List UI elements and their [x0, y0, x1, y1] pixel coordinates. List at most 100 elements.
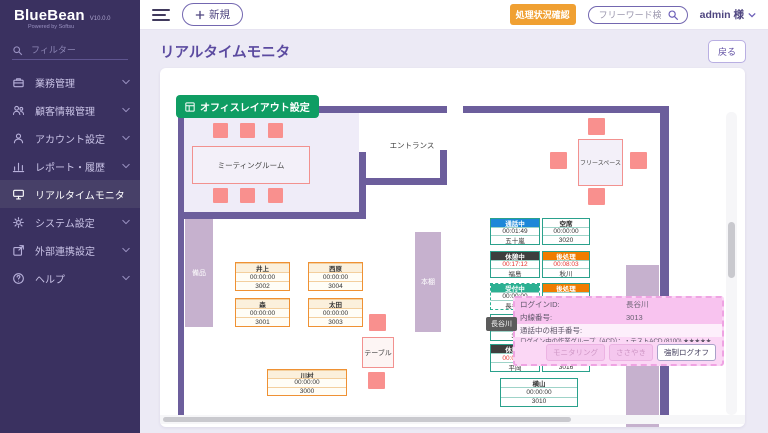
sidebar-filter	[12, 44, 128, 60]
agent-status: 後処理	[543, 252, 589, 260]
chevron-down-icon	[122, 135, 130, 141]
agent-name: 秋川	[543, 268, 589, 277]
popup-value: 長谷川	[626, 300, 649, 309]
desk-extension: 3003	[309, 317, 362, 326]
desk-box-井上[interactable]: 井上 00:00:00 3002	[235, 262, 290, 291]
sidebar-item-label: ヘルプ	[35, 274, 65, 286]
sidebar-item-label: レポート・履歴	[35, 162, 105, 174]
sidebar-item-label: 業務管理	[35, 78, 75, 90]
desk-box-太田[interactable]: 太田 00:00:00 3003	[308, 298, 363, 327]
topbar: 新規 処理状況確認 admin 様	[140, 0, 768, 30]
chair	[213, 123, 228, 138]
status-check-button[interactable]: 処理状況確認	[509, 4, 576, 25]
menu-icon[interactable]	[152, 8, 170, 21]
chair	[369, 314, 386, 331]
chair	[588, 118, 605, 135]
sidebar-item-label: 顧客情報管理	[35, 106, 95, 118]
sidebar-item-label: アカウント設定	[35, 134, 105, 146]
popup-row: ログイン中の作業グループ（ACD）：・テストACD (8100) ★★★★★	[515, 337, 722, 343]
chevron-down-icon	[122, 107, 130, 113]
chevron-down-icon	[122, 219, 130, 225]
user-icon	[12, 131, 26, 145]
chair	[240, 123, 255, 138]
entrance-label: エントランス	[389, 140, 435, 150]
agent-status: 横山	[501, 379, 577, 388]
gear-icon	[12, 215, 26, 229]
agent-time: 00:00:00	[501, 387, 577, 396]
meeting-room-table[interactable]: ミーティングルーム	[192, 146, 310, 184]
agent-status-box[interactable]: 休憩中 00:17:12 福島	[490, 251, 540, 278]
wall	[178, 106, 184, 415]
agent-status-box[interactable]: 横山 00:00:00 3010	[500, 378, 578, 407]
free-space-table[interactable]: フリースペース	[578, 139, 623, 186]
agent-name: 3020	[543, 235, 589, 244]
sidebar-item-アカウント設定[interactable]: アカウント設定	[0, 124, 140, 152]
filter-input[interactable]	[29, 44, 123, 56]
search-icon	[13, 45, 23, 55]
chair	[550, 152, 567, 169]
sidebar-item-リアルタイムモニタ[interactable]: リアルタイムモニタ	[0, 180, 140, 208]
agent-status-box[interactable]: 後処理 00:08:03 秋川	[542, 251, 590, 278]
agent-status: 通話中	[491, 219, 539, 227]
plus-icon	[195, 10, 205, 19]
new-button[interactable]: 新規	[182, 3, 243, 26]
sidebar-item-業務管理[interactable]: 業務管理	[0, 68, 140, 96]
sidebar-menu: 業務管理顧客情報管理アカウント設定レポート・履歴リアルタイムモニタシステム設定外…	[0, 68, 140, 292]
monitor-icon	[12, 187, 26, 201]
search-box[interactable]	[587, 5, 688, 24]
vertical-scrollbar-thumb[interactable]	[728, 222, 735, 278]
popup-row: 通話中の相手番号:	[515, 324, 722, 337]
agent-status: 受付中	[491, 284, 539, 292]
desk-name: 西原	[309, 263, 362, 272]
wall	[660, 106, 669, 415]
desk-box-森[interactable]: 森 00:00:00 3001	[235, 298, 290, 327]
external-link-icon	[12, 243, 26, 257]
desk-name: 川村	[268, 370, 346, 379]
sidebar-item-label: リアルタイムモニタ	[35, 190, 125, 202]
chair	[213, 188, 228, 203]
sidebar-item-外部連携設定[interactable]: 外部連携設定	[0, 236, 140, 264]
agent-time: 00:17:12	[491, 259, 539, 269]
sidebar-item-顧客情報管理[interactable]: 顧客情報管理	[0, 96, 140, 124]
desk-name: 太田	[309, 299, 362, 308]
sidebar-item-ヘルプ[interactable]: ヘルプ	[0, 264, 140, 292]
supplies-cabinet: 備品	[185, 219, 213, 327]
wall	[463, 106, 660, 113]
chevron-down-icon	[748, 12, 756, 18]
agent-time: 00:01:49	[491, 226, 539, 236]
agent-status: 空席	[543, 219, 589, 227]
office-layout-settings-button[interactable]: オフィスレイアウト設定	[176, 95, 319, 118]
horizontal-scrollbar-thumb[interactable]	[163, 417, 571, 422]
force-logoff-button[interactable]: 強制ログオフ	[657, 344, 716, 361]
chair	[588, 188, 605, 205]
search-icon[interactable]	[667, 9, 679, 21]
horizontal-scrollbar[interactable]	[160, 415, 745, 424]
desk-time: 00:00:00	[236, 272, 289, 281]
sidebar-item-システム設定[interactable]: システム設定	[0, 208, 140, 236]
agent-name: 3010	[501, 396, 577, 406]
agent-status-box[interactable]: 空席 00:00:00 3020	[542, 218, 590, 245]
agent-status-box[interactable]: 通話中 00:01:49 五十嵐	[490, 218, 540, 245]
sidebar-item-label: 外部連携設定	[35, 246, 95, 258]
small-table[interactable]: テーブル	[362, 337, 394, 368]
desk-box-西原[interactable]: 西原 00:00:00 3004	[308, 262, 363, 291]
app-version: V10.0.0	[89, 16, 111, 22]
desk-extension: 3002	[236, 281, 289, 290]
vertical-scrollbar[interactable]	[726, 112, 737, 415]
agent-status: 休憩中	[491, 252, 539, 260]
desk-box-川村[interactable]: 川村 00:00:00 3000	[267, 369, 347, 396]
user-menu[interactable]: admin 様	[700, 7, 756, 22]
agent-time	[543, 291, 589, 301]
sidebar-item-レポート・履歴[interactable]: レポート・履歴	[0, 152, 140, 180]
wall	[359, 178, 447, 185]
sidebar: BlueBean V10.0.0 Powered by Softsu 業務管理顧…	[0, 0, 140, 433]
popup-value: 3013	[626, 313, 643, 322]
desk-extension: 3004	[309, 281, 362, 290]
agent-name: 五十嵐	[491, 235, 539, 244]
layout-grid-icon	[185, 101, 195, 112]
briefcase-icon	[12, 75, 26, 89]
back-button[interactable]: 戻る	[707, 39, 746, 63]
desk-time: 00:00:00	[309, 272, 362, 281]
search-input[interactable]	[596, 8, 663, 21]
desk-time: 00:00:00	[309, 308, 362, 317]
